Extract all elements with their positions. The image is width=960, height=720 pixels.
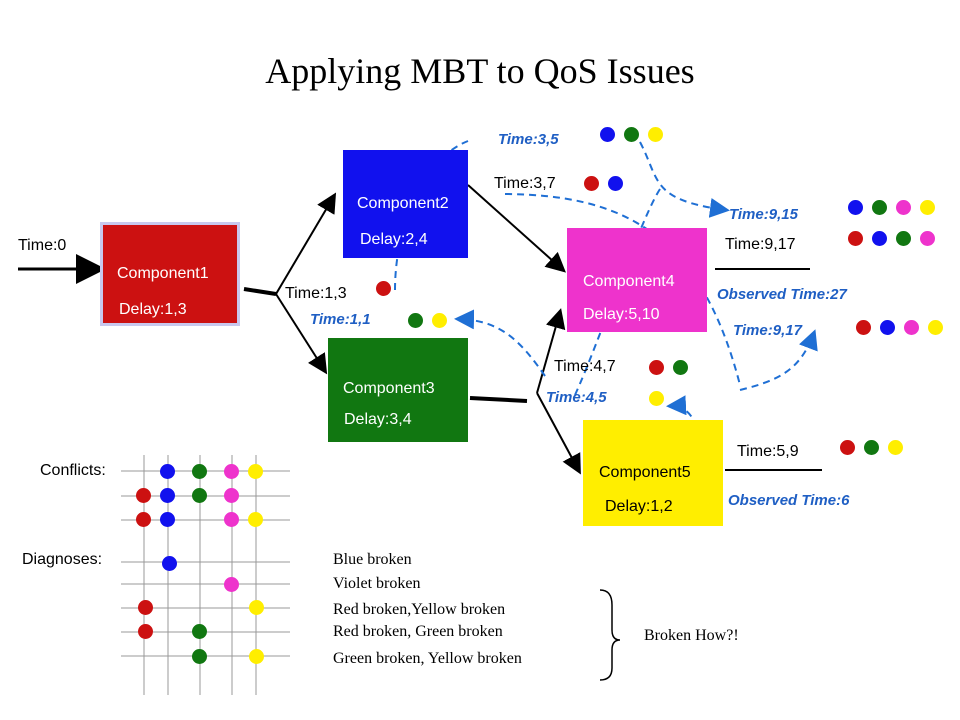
dot-violet (896, 200, 911, 215)
dot-green (408, 313, 423, 328)
dot-red (376, 281, 391, 296)
dashed-t35-to-t915 (639, 141, 730, 218)
conflict-dot-yellow (248, 512, 263, 527)
time-5-9-label: Time:5,9 (737, 443, 799, 460)
dot-green (673, 360, 688, 375)
arrow-c2-c4 (467, 184, 566, 273)
arrow-c3-c5 (536, 392, 581, 475)
broken-how-label: Broken How?! (644, 627, 739, 644)
component4-box: Component4 Delay:5,10 (567, 228, 707, 332)
diagnosis-dot-red (138, 600, 153, 615)
component2-delay: Delay:2,4 (360, 231, 428, 248)
c1-out-bar (243, 287, 277, 296)
diagnosis-dot-green (192, 624, 207, 639)
dot-blue (848, 200, 863, 215)
time-1-1-label: Time:1,1 (310, 311, 371, 328)
dot-green (624, 127, 639, 142)
component1-name: Component1 (117, 265, 209, 282)
time-3-7-label: Time:3,7 (494, 175, 556, 192)
dashed-to-t917i (739, 329, 818, 391)
time-1-3-label: Time:1,3 (285, 285, 347, 302)
c3-out-bar (469, 396, 528, 403)
dot-blue (600, 127, 615, 142)
dot-blue (608, 176, 623, 191)
dot-yellow (888, 440, 903, 455)
dot-red (840, 440, 855, 455)
time-4-7-label: Time:4,7 (554, 358, 616, 375)
time-3-5-label: Time:3,5 (498, 131, 559, 148)
component2-name: Component2 (357, 195, 449, 212)
arrow-c3-c4 (536, 308, 566, 394)
conflict-dot-red (136, 488, 151, 503)
component4-delay: Delay:5,10 (583, 306, 660, 323)
time-4-5-label: Time:4,5 (546, 389, 607, 406)
dot-green (872, 200, 887, 215)
component4-name: Component4 (583, 273, 675, 290)
diagnosis-dot-blue (162, 556, 177, 571)
time-0-label: Time:0 (18, 237, 67, 254)
arrow-c1-c2 (275, 192, 337, 295)
page-title: Applying MBT to QoS Issues (265, 51, 695, 91)
time-9-17-italic-label: Time:9,17 (733, 322, 802, 339)
component5-box: Component5 Delay:1,2 (583, 420, 723, 526)
conflict-dot-violet (224, 488, 239, 503)
dot-violet (920, 231, 935, 246)
dot-yellow (920, 200, 935, 215)
dot-red (848, 231, 863, 246)
component1-delay: Delay:1,3 (119, 301, 187, 318)
diagnosis-text: Red broken, Green broken (333, 623, 503, 640)
dot-blue (872, 231, 887, 246)
dot-blue (880, 320, 895, 335)
dot-red (649, 360, 664, 375)
dot-violet (904, 320, 919, 335)
component3-delay: Delay:3,4 (344, 411, 412, 428)
observed-time-27-label: Observed Time:27 (717, 286, 847, 303)
dot-yellow (648, 127, 663, 142)
dot-red (856, 320, 871, 335)
diagnosis-dot-violet (224, 577, 239, 592)
diagnosis-dot-red (138, 624, 153, 639)
conflict-dot-violet (224, 512, 239, 527)
diagnosis-text: Violet broken (333, 575, 421, 592)
conflict-dot-blue (160, 488, 175, 503)
conflicts-label: Conflicts: (40, 462, 106, 479)
arrow-c1-c3 (275, 293, 328, 375)
component3-name: Component3 (343, 380, 435, 397)
diagnosis-dot-yellow (249, 600, 264, 615)
conflict-dot-blue (160, 512, 175, 527)
dot-green (864, 440, 879, 455)
observed-time-6-label: Observed Time:6 (728, 492, 850, 509)
dot-yellow (649, 391, 664, 406)
conflict-dot-green (192, 464, 207, 479)
dot-red (584, 176, 599, 191)
diagnoses-label: Diagnoses: (22, 551, 103, 568)
component5-delay: Delay:1,2 (605, 498, 673, 515)
diagnosis-dot-yellow (249, 649, 264, 664)
conflict-dot-yellow (248, 464, 263, 479)
dot-yellow (432, 313, 447, 328)
brace (599, 589, 621, 681)
time-9-17-label: Time:9,17 (725, 236, 796, 253)
diagnosis-text: Blue broken (333, 551, 412, 568)
conflict-dot-violet (224, 464, 239, 479)
component2-box: Component2 Delay:2,4 (343, 150, 468, 258)
component5-name: Component5 (599, 464, 691, 481)
diagnosis-dot-green (192, 649, 207, 664)
component1-box: Component1 Delay:1,3 (100, 222, 240, 326)
conflict-dot-red (136, 512, 151, 527)
dot-green (896, 231, 911, 246)
dot-yellow (928, 320, 943, 335)
conflict-dot-green (192, 488, 207, 503)
time-9-15-label: Time:9,15 (729, 206, 798, 223)
component3-box: Component3 Delay:3,4 (328, 338, 468, 442)
diagnosis-text: Green broken, Yellow broken (333, 650, 522, 667)
dashed-to-t11 (454, 309, 546, 377)
diagnosis-text: Red broken,Yellow broken (333, 601, 506, 618)
conflict-dot-blue (160, 464, 175, 479)
